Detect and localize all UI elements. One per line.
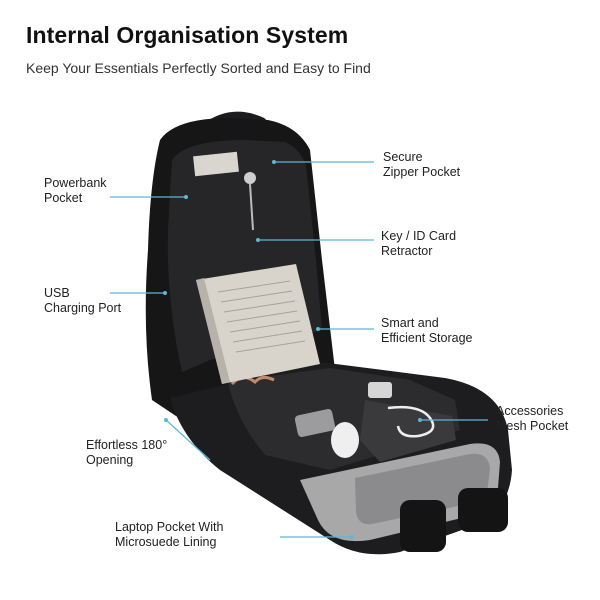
key-ring — [249, 183, 254, 231]
leader-lines — [110, 161, 488, 538]
mesh-pocket — [360, 400, 456, 462]
page-title: Internal Organisation System — [26, 22, 349, 48]
callout-effortless-opening: Effortless 180° Opening — [86, 438, 168, 467]
book — [196, 264, 320, 384]
book-spine-shadow — [196, 278, 230, 384]
page-subtitle: Keep Your Essentials Perfectly Sorted an… — [26, 60, 371, 76]
callout-powerbank-pocket: Powerbank Pocket — [44, 176, 107, 205]
callout-secure-zipper-pocket: Secure Zipper Pocket — [383, 150, 461, 179]
key-retractor — [244, 172, 256, 184]
mouse — [331, 422, 359, 458]
callout-key-id-card-retractor: Key / ID Card Retractor — [381, 229, 457, 258]
grey-pouch — [294, 409, 336, 437]
laptop — [355, 453, 490, 525]
leader-dots — [163, 160, 422, 539]
cable — [387, 405, 435, 438]
charger — [368, 382, 392, 398]
book-text-lines — [217, 280, 306, 353]
id-card — [193, 151, 239, 177]
shoulder-strap-left — [400, 500, 446, 552]
callout-accessories-mesh-pocket: Accessories Mesh Pocket — [496, 404, 569, 433]
shoulder-strap-right — [458, 488, 508, 532]
callout-laptop-pocket: Laptop Pocket With Microsuede Lining — [115, 520, 224, 549]
callout-usb-charging-port: USB Charging Port — [44, 286, 122, 315]
callout-smart-efficient-storage: Smart and Efficient Storage — [381, 316, 473, 345]
